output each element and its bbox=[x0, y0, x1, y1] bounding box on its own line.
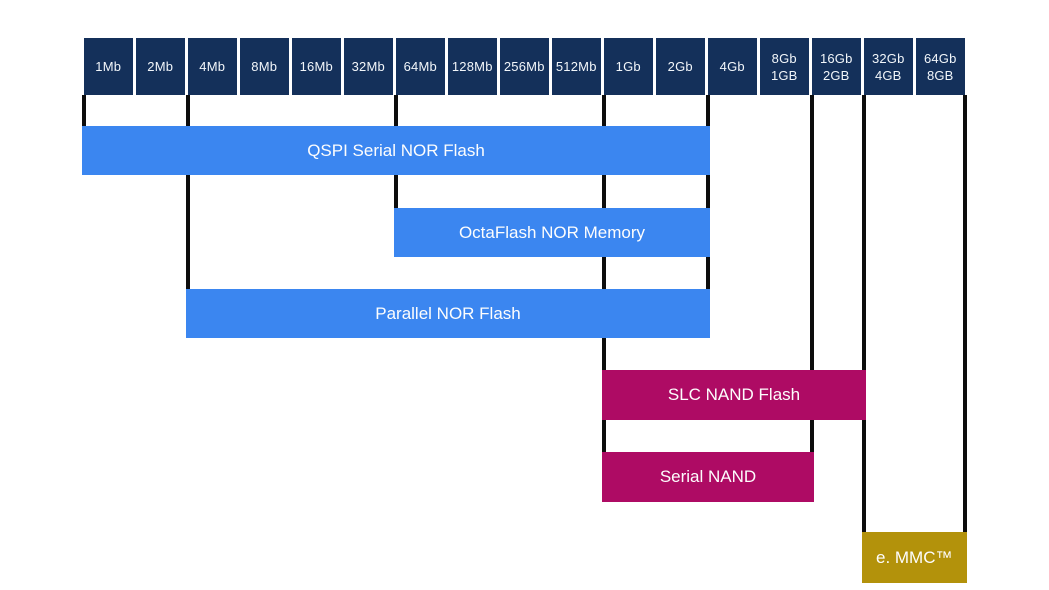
density-box-1gb: 1Gb bbox=[604, 38, 653, 95]
density-sublabel: 4GB bbox=[874, 67, 902, 83]
density-label: 4Gb bbox=[719, 59, 745, 74]
product-bar-label: SLC NAND Flash bbox=[667, 385, 801, 404]
density-label: 16Mb bbox=[299, 59, 333, 74]
density-sublabel: 2GB bbox=[822, 67, 850, 83]
density-box-32mb: 32Mb bbox=[344, 38, 393, 95]
density-box-4mb: 4Mb bbox=[188, 38, 237, 95]
product-bar-label: Parallel NOR Flash bbox=[375, 303, 521, 323]
density-label: 4Mb bbox=[199, 59, 226, 74]
density-box-2mb: 2Mb bbox=[136, 38, 185, 95]
density-label: 8Mb bbox=[251, 59, 278, 74]
product-bar-octaflash: OctaFlash NOR Memory bbox=[394, 208, 710, 257]
density-box-1mb: 1Mb bbox=[84, 38, 133, 95]
density-label: 16Gb bbox=[819, 50, 853, 66]
product-bar-label: Serial NAND bbox=[659, 467, 757, 486]
density-box-512mb: 512Mb bbox=[552, 38, 601, 95]
connector-1mb-left bbox=[82, 95, 86, 126]
product-bar-qspi: QSPI Serial NOR Flash bbox=[82, 126, 710, 175]
density-label: 1Gb bbox=[615, 59, 641, 74]
density-label: 64Mb bbox=[403, 59, 437, 74]
density-label: 32Gb bbox=[871, 50, 905, 66]
density-box-8mb: 8Mb bbox=[240, 38, 289, 95]
connector-16gb-right bbox=[862, 95, 866, 532]
product-bar-label: OctaFlash NOR Memory bbox=[458, 222, 646, 242]
density-label: 32Mb bbox=[351, 59, 385, 74]
density-label: 64Gb bbox=[923, 50, 957, 66]
connector-4mb-left bbox=[186, 95, 190, 289]
product-bar-emmc: e. MMC™ bbox=[862, 532, 967, 583]
product-bar-label: e. MMC™ bbox=[876, 547, 953, 567]
density-box-16mb: 16Mb bbox=[292, 38, 341, 95]
product-bar-serial: Serial NAND bbox=[602, 452, 814, 502]
product-bar-label: QSPI Serial NOR Flash bbox=[307, 140, 485, 160]
density-label: 8Gb bbox=[771, 50, 797, 66]
connector-8gb-right bbox=[810, 95, 814, 452]
density-box-2gb: 2Gb bbox=[656, 38, 705, 95]
connector-64gb-right bbox=[962, 95, 967, 532]
product-bar-parallel: Parallel NOR Flash bbox=[186, 289, 710, 338]
density-box-4gb: 4Gb bbox=[708, 38, 757, 95]
density-box-128mb: 128Mb bbox=[448, 38, 497, 95]
density-label: 256Mb bbox=[503, 59, 545, 74]
density-label: 2Mb bbox=[147, 59, 174, 74]
density-box-256mb: 256Mb bbox=[500, 38, 549, 95]
density-label: 128Mb bbox=[451, 59, 493, 74]
density-sublabel: 1GB bbox=[770, 67, 798, 83]
density-box-64mb: 64Mb bbox=[396, 38, 445, 95]
density-label: 2Gb bbox=[667, 59, 693, 74]
density-label: 512Mb bbox=[555, 59, 597, 74]
connector-1gb-left bbox=[602, 95, 606, 452]
density-label: 1Mb bbox=[95, 59, 122, 74]
density-sublabel: 8GB bbox=[926, 67, 954, 83]
product-bar-slc: SLC NAND Flash bbox=[602, 370, 866, 420]
